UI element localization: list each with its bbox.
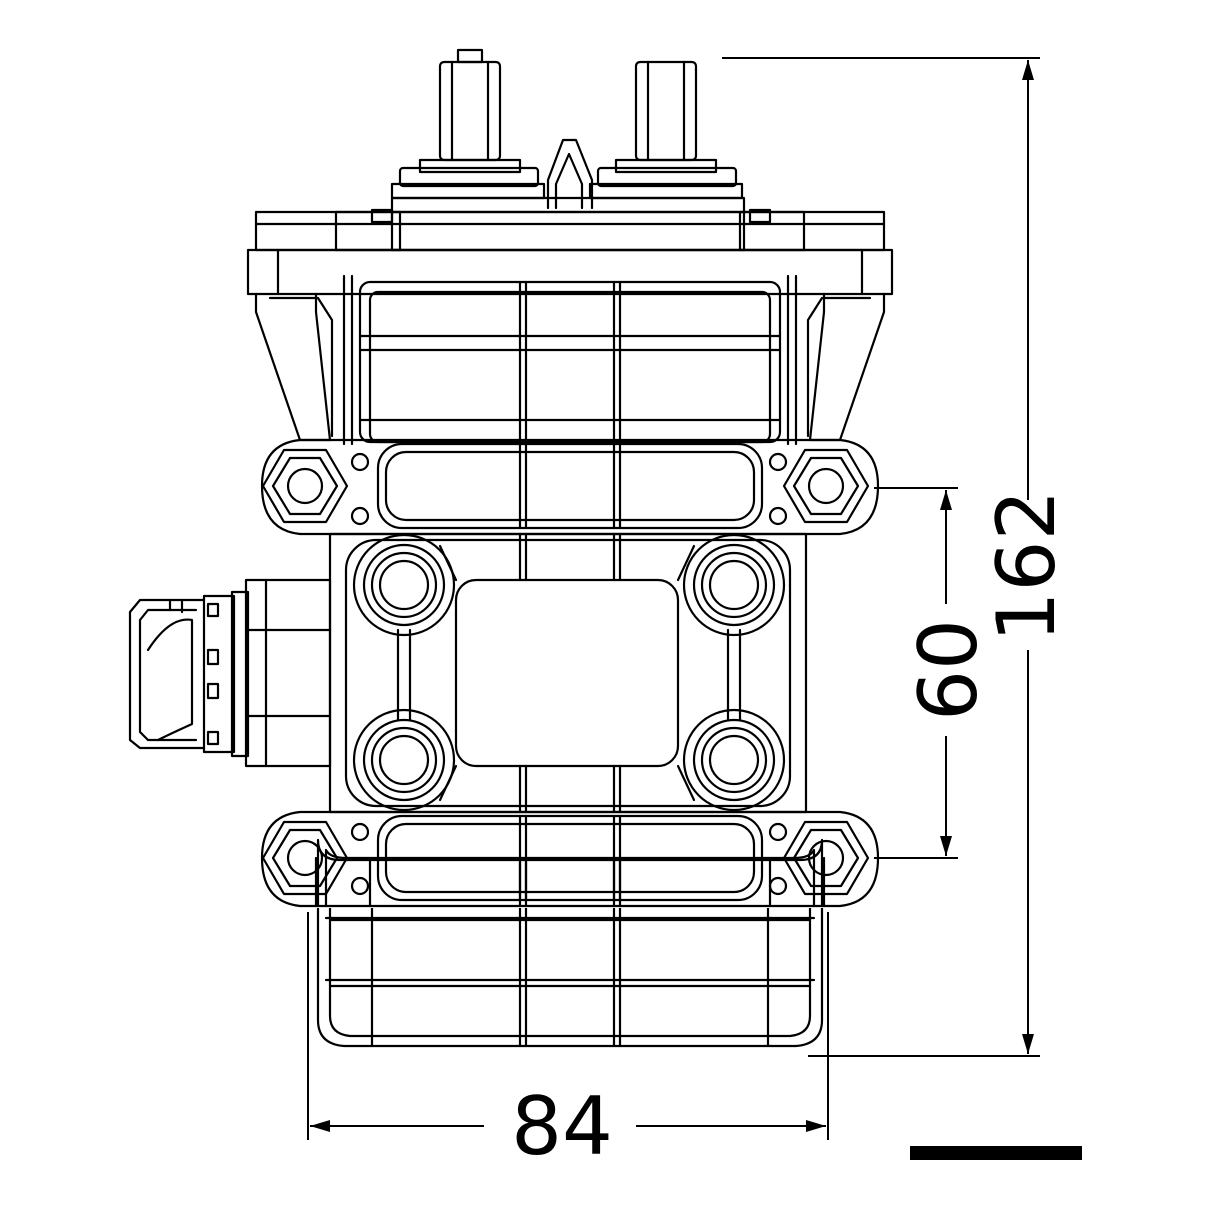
terminal-post-right <box>588 60 744 200</box>
middle-body <box>328 532 808 814</box>
hex-nut-lower-left <box>261 820 349 896</box>
lower-housing <box>314 838 826 982</box>
dimension-label-162: 162 <box>980 490 1073 643</box>
dimension-arrows <box>310 60 1034 1132</box>
port-boss-upper-right <box>682 533 786 637</box>
terminal-post-left <box>390 48 546 200</box>
port-boss-upper-left <box>352 533 456 637</box>
hex-nut-upper-right <box>782 448 870 524</box>
port-boss-lower-left <box>352 708 456 812</box>
dimension-lines <box>307 57 1040 1140</box>
dimension-label-60: 60 <box>902 619 995 721</box>
upper-mounting-flange <box>260 438 880 536</box>
hex-nut-upper-left <box>261 448 349 524</box>
scale-bar <box>910 1146 1082 1160</box>
center-connector-clip <box>546 138 594 210</box>
side-connector <box>128 578 332 768</box>
upper-housing <box>254 274 886 446</box>
dimension-label-84: 84 <box>511 1080 613 1173</box>
top-cover <box>246 196 894 296</box>
port-boss-lower-right <box>682 708 786 812</box>
base-cup <box>316 908 824 1048</box>
